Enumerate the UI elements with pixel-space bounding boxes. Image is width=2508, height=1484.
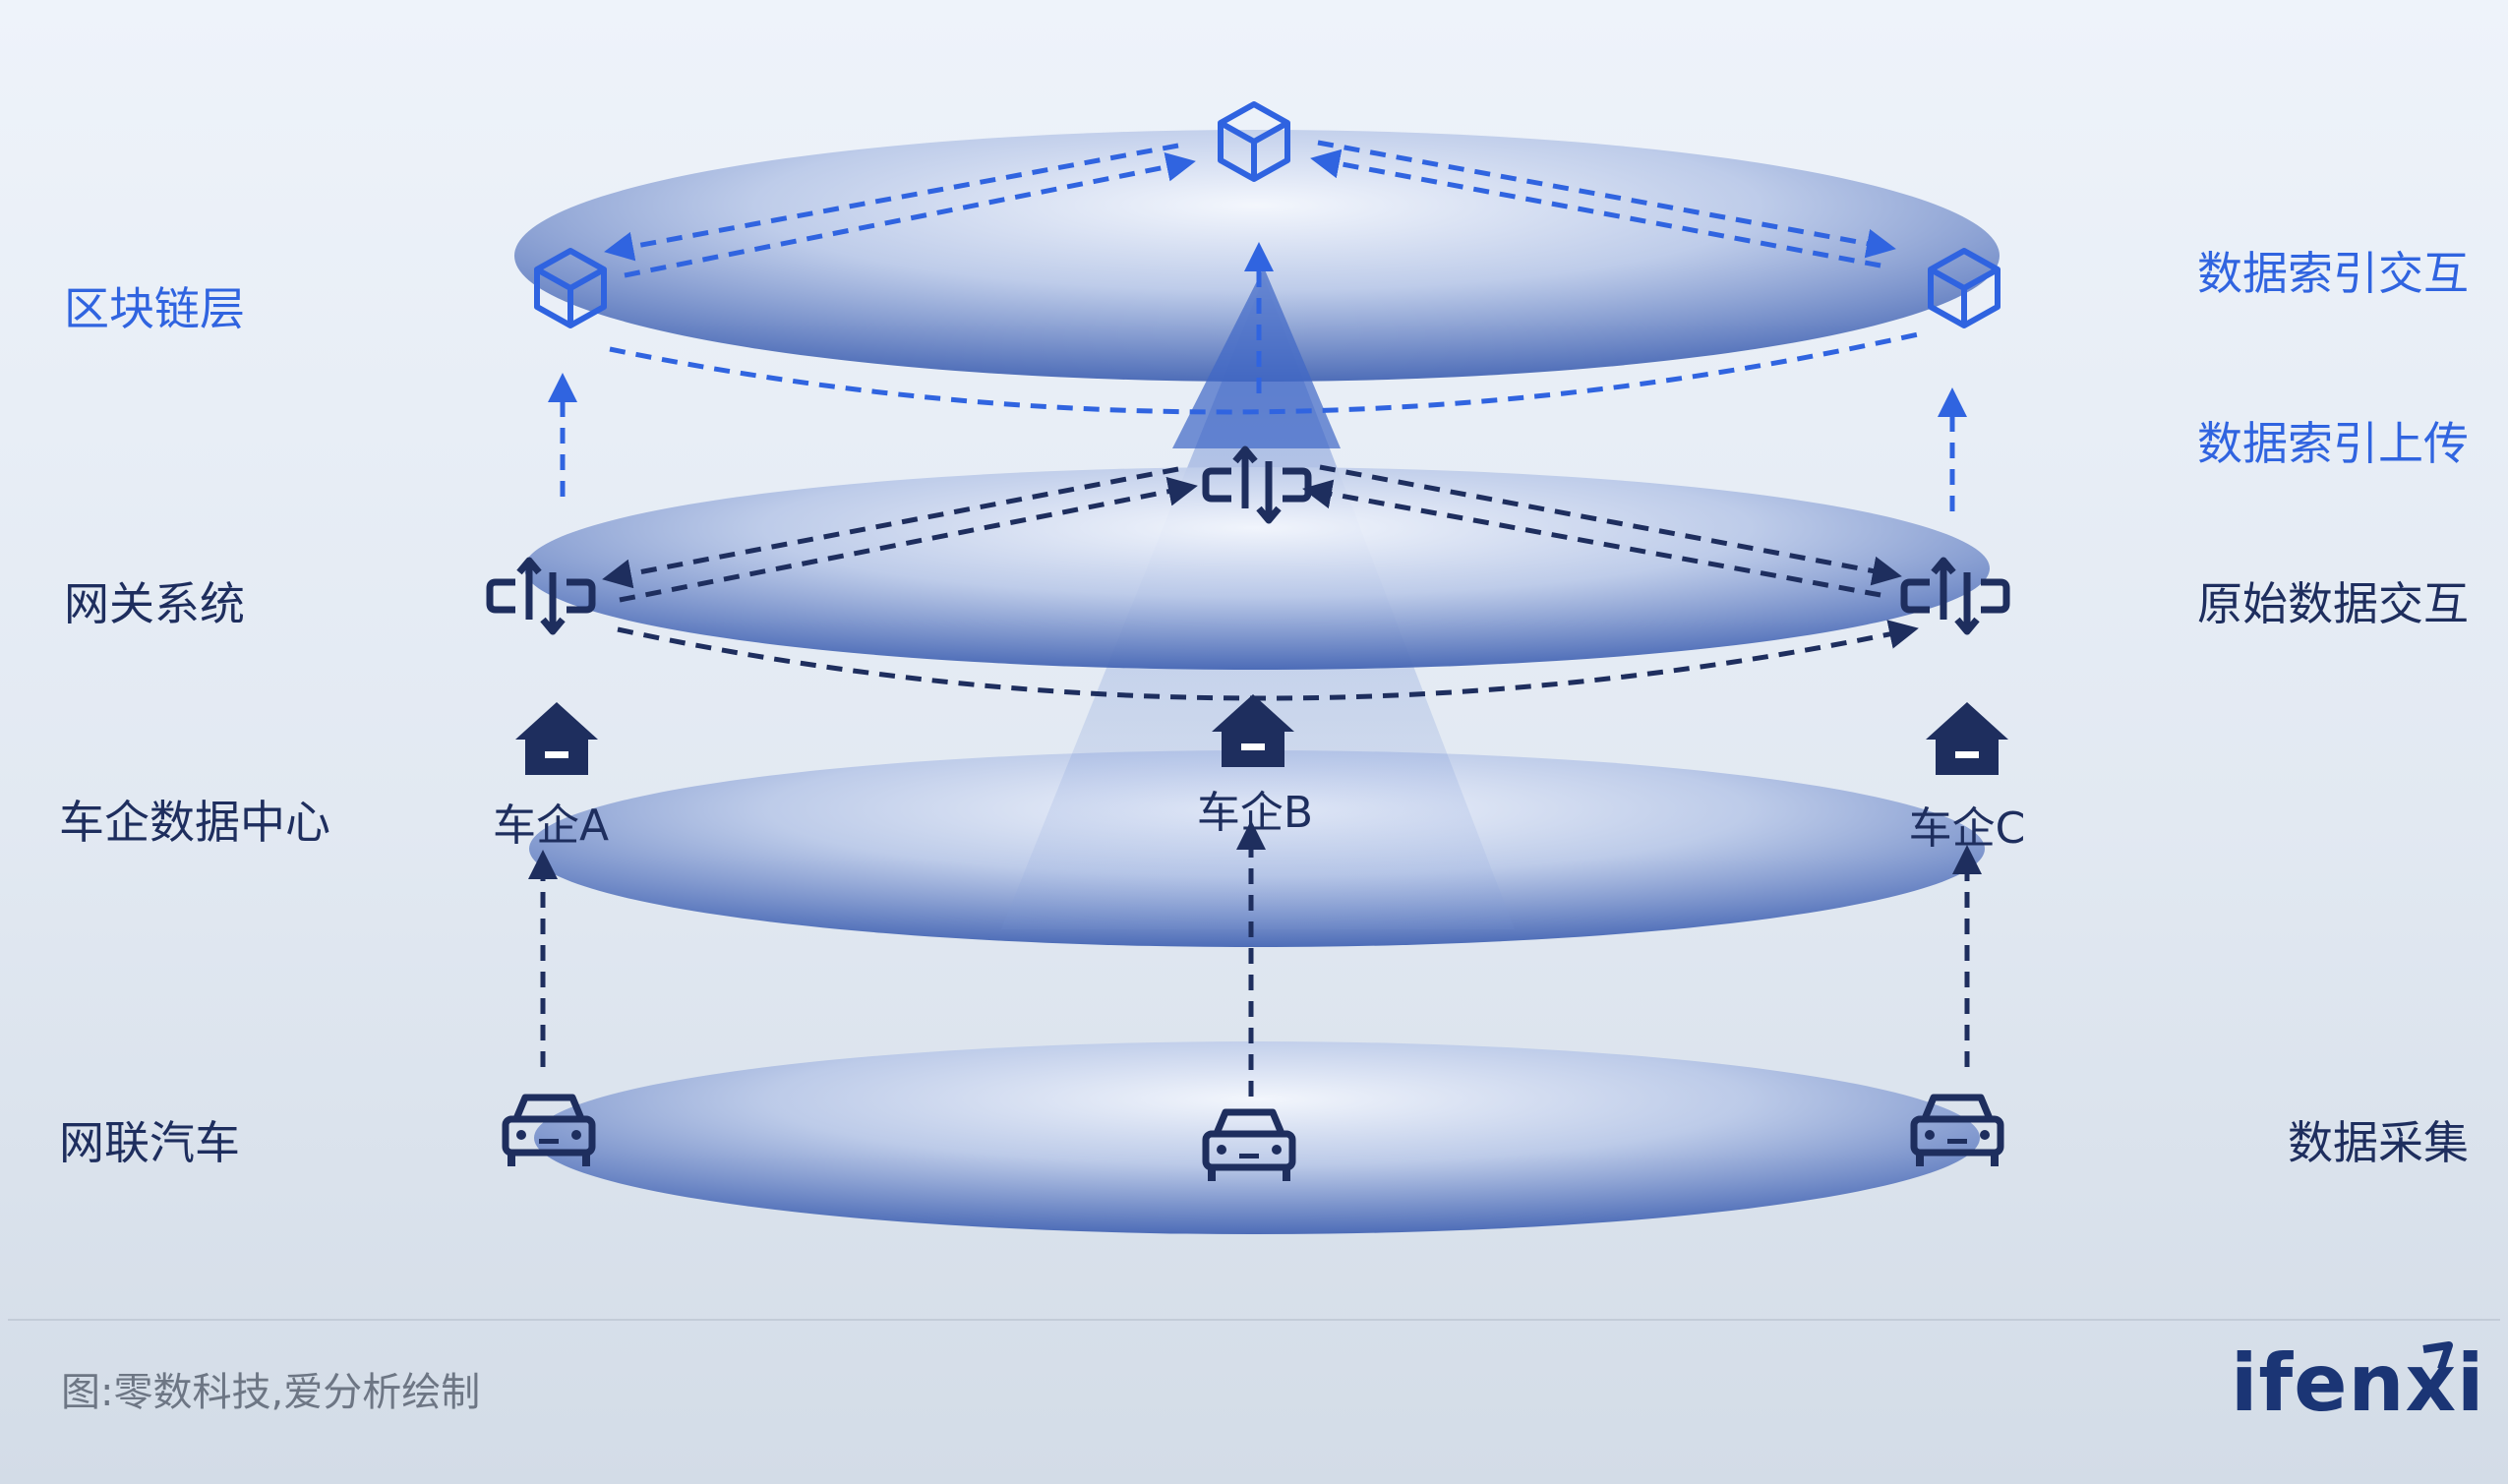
company-label-c: 车企C: [1908, 803, 2026, 854]
label-datacenter: 车企数据中心: [59, 796, 330, 849]
footer-divider: [8, 1319, 2500, 1321]
source-note: 图:零数科技,爱分析绘制: [61, 1370, 481, 1415]
label-index-interaction: 数据索引交互: [2197, 247, 2469, 300]
house-icon: [515, 702, 598, 775]
label-raw-data-interaction: 原始数据交互: [2197, 577, 2469, 630]
label-connected-vehicles: 网联汽车: [59, 1116, 240, 1169]
label-data-collection: 数据采集: [2288, 1116, 2469, 1169]
company-label-a: 车企A: [492, 801, 610, 851]
company-label-b: 车企B: [1196, 788, 1314, 838]
label-gateway-system: 网关系统: [64, 577, 245, 630]
blockchain-arrows: [548, 140, 1967, 511]
gateway-layer-disc: [524, 467, 1990, 670]
brand-name: ifenxi: [2231, 1337, 2485, 1429]
house-icon: [1926, 702, 2008, 775]
label-index-upload: 数据索引上传: [2197, 417, 2469, 470]
label-blockchain-layer: 区块链层: [64, 282, 245, 335]
gateway-arrows: [528, 464, 1982, 1097]
vehicle-layer-disc: [534, 1041, 1980, 1234]
logo-arrow-icon: [2422, 1341, 2453, 1371]
brand-logo: ifenxi: [2231, 1330, 2483, 1438]
